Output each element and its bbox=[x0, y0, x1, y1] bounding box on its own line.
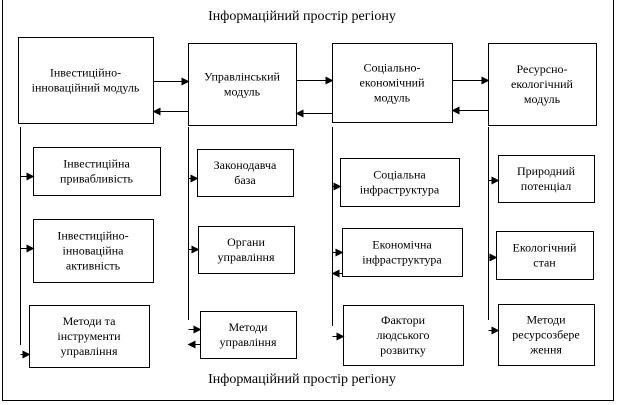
label-line: Природний bbox=[517, 164, 576, 178]
label-line: економічний bbox=[360, 76, 426, 90]
label-line: Методи bbox=[228, 320, 268, 334]
label-line: Ресурсно- bbox=[516, 62, 567, 76]
sub-box-2-2-border bbox=[198, 226, 295, 274]
label-line: Інвестиційна bbox=[63, 157, 130, 171]
sub-box-4-3-border bbox=[498, 304, 595, 366]
label-line: привабливість bbox=[60, 172, 133, 186]
label-line: інноваційна bbox=[63, 244, 125, 258]
label-line: ження bbox=[529, 343, 562, 357]
label-line: Методи bbox=[526, 313, 566, 327]
label-line: Соціальна bbox=[373, 168, 426, 182]
sub-box-1-3-border bbox=[29, 305, 150, 368]
label-line: потенціал bbox=[521, 179, 571, 193]
label-line: Економічна bbox=[372, 238, 432, 252]
module-box-4-border bbox=[488, 43, 597, 126]
label-line: управління bbox=[220, 335, 277, 349]
label-line: розвитку bbox=[380, 343, 426, 357]
label-line: Екологічний bbox=[513, 241, 578, 255]
label-line: ресурсозбере bbox=[512, 328, 579, 342]
sub-box-2-3-border bbox=[200, 311, 297, 359]
label-line: Інвестиційно- bbox=[50, 66, 121, 80]
module-box-3-border bbox=[332, 43, 453, 123]
label-line: модуль bbox=[374, 91, 411, 105]
label-line: інноваційний модуль bbox=[32, 81, 140, 95]
module-box-1-label: Інвестиційно-інноваційний модуль bbox=[32, 66, 140, 95]
label-line: інструменти bbox=[57, 329, 121, 343]
module-box-1: Інвестиційно-інноваційний модуль bbox=[18, 37, 154, 124]
title-top: Інформаційний простір регіону bbox=[208, 9, 396, 24]
label-line: модуль bbox=[524, 92, 561, 106]
label-line: стан bbox=[533, 256, 556, 270]
sub-box-4-2-border bbox=[496, 231, 594, 280]
title-bottom: Інформаційний простір регіону bbox=[208, 372, 396, 387]
sub-box-1-1-border bbox=[33, 147, 161, 196]
sub-box-2-1-border bbox=[197, 149, 294, 197]
module-box-1-border bbox=[18, 37, 154, 124]
label-line: Законодавча bbox=[214, 158, 277, 172]
label-line: інфраструктура bbox=[360, 183, 440, 197]
label-line: людського bbox=[376, 328, 429, 342]
sub-box-3-1-border bbox=[340, 158, 460, 207]
label-line: Фактори bbox=[381, 313, 426, 327]
sub-box-3-2-border bbox=[342, 228, 463, 277]
label-line: Інвестиційно- bbox=[57, 229, 128, 243]
label-line: екологічний bbox=[511, 77, 574, 91]
label-line: Органи bbox=[227, 235, 265, 249]
label-line: управління bbox=[218, 250, 275, 264]
label-line: модуль bbox=[224, 85, 261, 99]
label-line: активність bbox=[66, 259, 121, 273]
label-line: Управлінський bbox=[204, 70, 280, 84]
label-line: Соціально- bbox=[363, 61, 420, 75]
label-line: база bbox=[234, 173, 256, 187]
label-line: Методи та bbox=[63, 314, 116, 328]
module-box-2-border bbox=[188, 43, 297, 126]
label-line: інфраструктура bbox=[362, 253, 442, 267]
label-line: управління bbox=[61, 344, 118, 358]
